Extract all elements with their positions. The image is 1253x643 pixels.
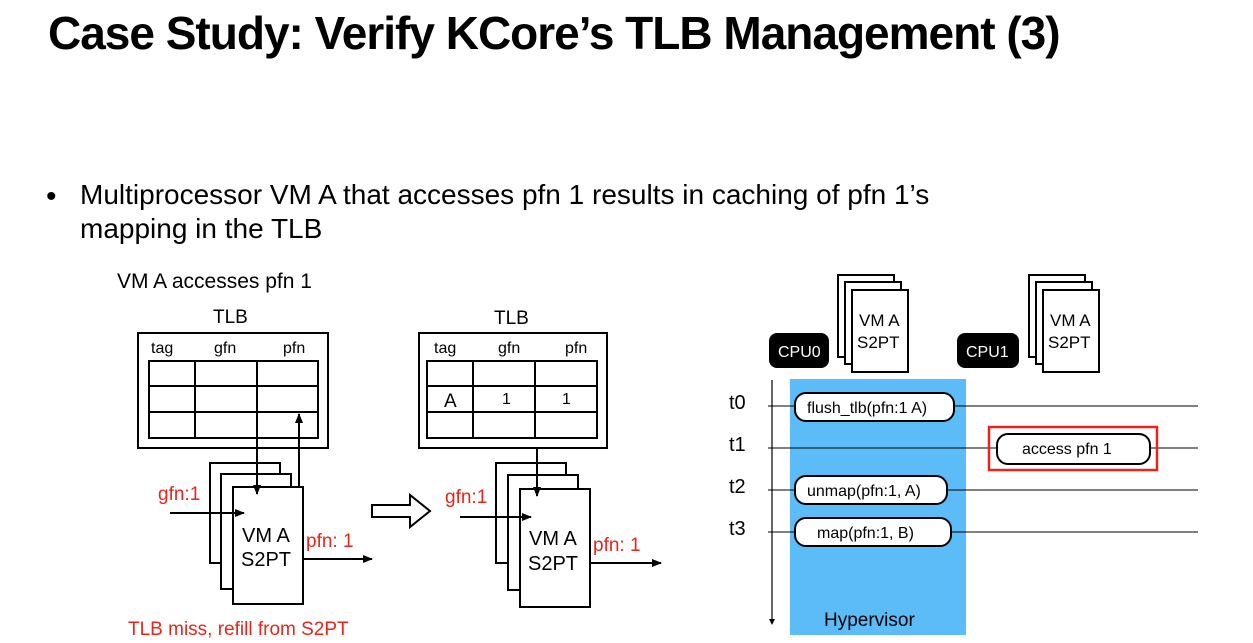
op-flush-tlb-label: flush_tlb(pfn:1 A)	[807, 400, 927, 417]
cpu1-label: CPU1	[966, 344, 1009, 361]
bullet-line-2: mapping in the TLB	[80, 213, 323, 244]
middle-tlb-frame	[418, 332, 608, 449]
middle-col-gfn: gfn	[498, 340, 520, 357]
bullet-dot: •	[46, 180, 57, 213]
left-caption: VM A accesses pfn 1	[117, 270, 312, 293]
cpu1-vm-line2: S2PT	[1048, 333, 1091, 352]
op-map-label: map(pfn:1, B)	[817, 525, 914, 542]
op-access	[996, 433, 1151, 465]
left-tlb-grid	[148, 360, 319, 439]
left-tlb-title: TLB	[213, 307, 248, 328]
op-unmap-label: unmap(pfn:1, A)	[807, 483, 921, 500]
time-t0: t0	[729, 392, 746, 414]
cpu0-badge	[769, 333, 829, 368]
middle-gfn-label: gfn:1	[445, 487, 487, 508]
middle-tlb-grid	[426, 360, 598, 439]
time-axis-arrowhead	[769, 619, 775, 625]
time-t1: t1	[729, 434, 746, 456]
middle-col-pfn: pfn	[565, 340, 587, 357]
op-map	[794, 517, 952, 547]
middle-cell-pfn: 1	[562, 391, 571, 408]
time-t2: t2	[729, 476, 746, 498]
left-col-tag: tag	[151, 340, 173, 357]
left-s2pt-line1: VM A	[242, 525, 290, 547]
cpu0-vm-stack	[837, 274, 909, 373]
left-col-pfn: pfn	[283, 340, 305, 357]
left-pfn-label: pfn: 1	[306, 531, 354, 552]
op-flush-tlb	[794, 392, 955, 422]
cpu1-highlight-box	[987, 425, 1159, 472]
op-unmap	[794, 475, 948, 505]
left-tlb-frame	[137, 332, 329, 449]
transition-arrow-icon	[371, 492, 432, 530]
left-s2pt-line2: S2PT	[241, 549, 291, 571]
middle-cell-gfn: 1	[502, 391, 511, 408]
time-t3: t3	[729, 518, 746, 540]
left-note: TLB miss, refill from S2PT	[128, 619, 349, 640]
bullet-line-1: Multiprocessor VM A that accesses pfn 1 …	[80, 179, 930, 210]
op-access-label: access pfn 1	[1022, 441, 1112, 458]
left-gfn-label: gfn:1	[158, 484, 200, 505]
cpu1-vm-line1: VM A	[1050, 311, 1091, 330]
bullet-text: Multiprocessor VM A that accesses pfn 1 …	[80, 178, 1180, 246]
cpu1-badge	[957, 333, 1019, 368]
middle-pfn-label: pfn: 1	[593, 535, 641, 556]
middle-s2pt-line1: VM A	[529, 528, 577, 550]
left-col-gfn: gfn	[214, 340, 236, 357]
hypervisor-label: Hypervisor	[824, 610, 915, 631]
middle-s2pt-stack	[495, 462, 591, 608]
middle-tlb-title: TLB	[494, 308, 529, 329]
middle-s2pt-line2: S2PT	[528, 553, 578, 575]
slide-title: Case Study: Verify KCore’s TLB Managemen…	[48, 7, 1061, 59]
middle-col-tag: tag	[434, 340, 456, 357]
cpu1-vm-stack	[1028, 274, 1100, 373]
cpu0-vm-line2: S2PT	[857, 333, 900, 352]
middle-cell-tag: A	[444, 391, 457, 412]
cpu0-label: CPU0	[778, 344, 821, 361]
cpu0-vm-line1: VM A	[859, 311, 900, 330]
